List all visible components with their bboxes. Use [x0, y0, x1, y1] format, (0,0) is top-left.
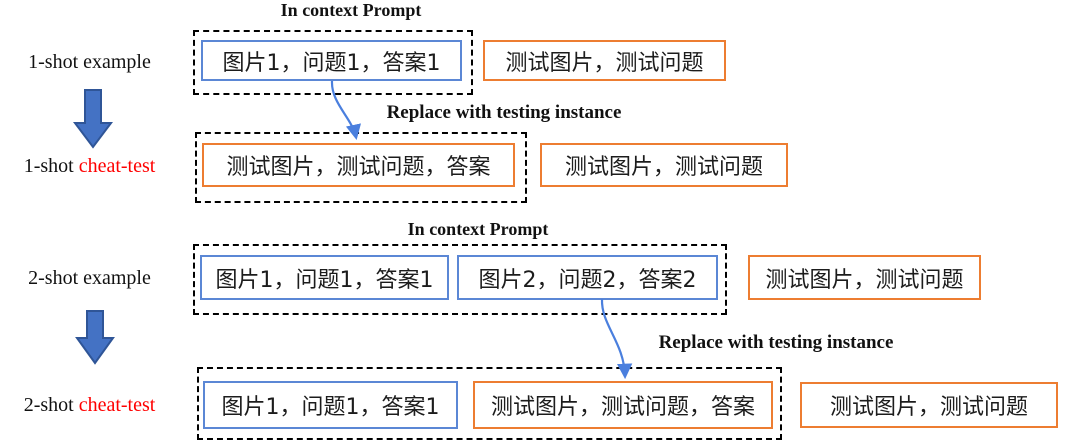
one-shot-cheat-test-label-black: 1-shot [23, 155, 74, 177]
in-context-prompt-title-2: In context Prompt [407, 219, 549, 239]
prompt-group-2shot-cheat [197, 367, 782, 440]
query-box-2shot-example: 测试图片，测试问题 [748, 255, 981, 300]
demo-box-1-2shot-cheat: 图片1，问题1，答案1 [203, 381, 458, 429]
two-shot-cheat-test-label-red: cheat-test [78, 394, 156, 416]
one-shot-example-label: 1-shot example [2, 51, 177, 73]
two-shot-cheat-test-label: 2-shot cheat-test [2, 394, 177, 416]
down-block-arrow-icon-2 [75, 310, 115, 365]
prompt-group-2shot-example [193, 244, 727, 315]
demo-box-2-2shot-cheat: 测试图片，测试问题，答案 [473, 381, 773, 429]
two-shot-example-label: 2-shot example [2, 267, 177, 289]
replace-note-2: Replace with testing instance [658, 332, 894, 353]
one-shot-example-label-text: 1-shot example [28, 51, 151, 73]
demo-box-2-2shot-example: 图片2，问题2，答案2 [457, 255, 718, 300]
demo-box-1-2shot-example: 图片1，问题1，答案1 [200, 255, 449, 300]
in-context-prompt-title-1: In context Prompt [280, 0, 422, 20]
one-shot-cheat-test-label: 1-shot cheat-test [2, 155, 177, 177]
query-box-2shot-cheat: 测试图片，测试问题 [800, 382, 1058, 428]
query-box-1shot-example: 测试图片，测试问题 [483, 40, 726, 81]
replace-note-1: Replace with testing instance [386, 102, 622, 123]
two-shot-cheat-test-label-black: 2-shot [23, 394, 74, 416]
down-block-arrow-icon-1 [73, 89, 113, 149]
demo-box-1shot-example: 图片1，问题1，答案1 [201, 40, 462, 81]
one-shot-cheat-test-label-red: cheat-test [78, 155, 156, 177]
prompt-group-1shot-cheat [195, 132, 527, 203]
demo-box-1shot-cheat: 测试图片，测试问题，答案 [202, 143, 515, 187]
query-box-1shot-cheat: 测试图片，测试问题 [540, 143, 788, 187]
two-shot-example-label-text: 2-shot example [28, 267, 151, 289]
